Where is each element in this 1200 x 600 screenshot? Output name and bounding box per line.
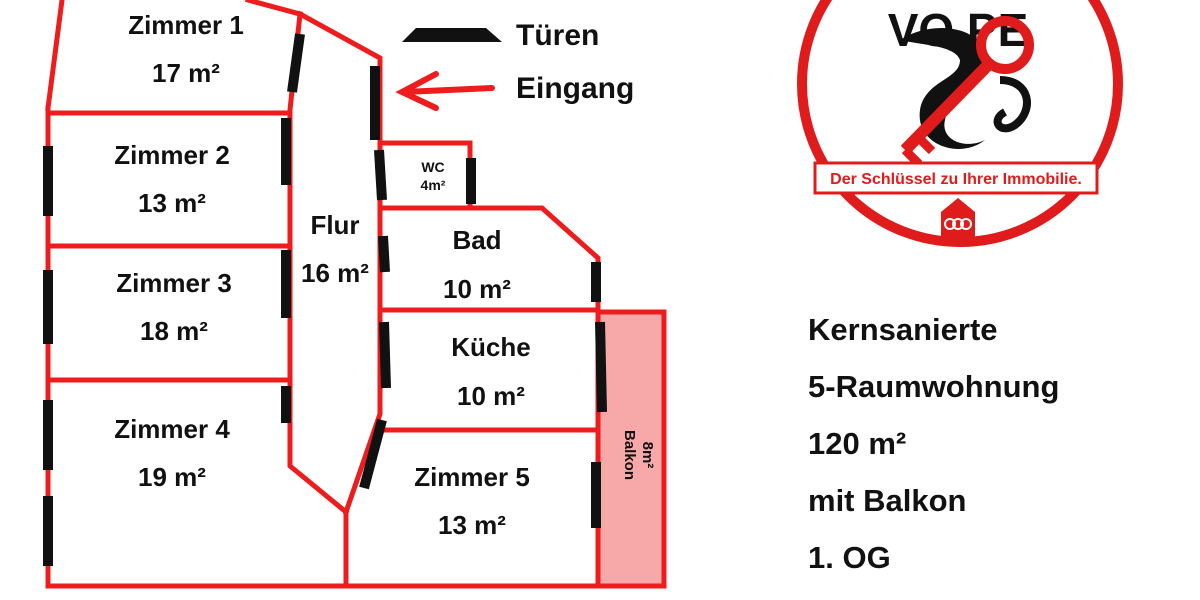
room-name-bad: Bad [452, 225, 501, 255]
dragon-body [900, 28, 986, 149]
company-logo: VO PE Der Schlüssel zu Ihrer Immobilie. [797, 0, 1123, 247]
key-bow [976, 16, 1034, 74]
room-name-zimmer-4: Zimmer 4 [114, 414, 230, 444]
logo-tagline-banner [813, 161, 1099, 195]
door-balkon-kueche [595, 321, 607, 413]
wall-wc [377, 140, 473, 210]
door-zimmer5 [359, 418, 387, 490]
info-line-3: 120 m² [808, 426, 907, 461]
door-legend-icon [402, 28, 502, 42]
room-name-flur: Flur [310, 210, 359, 240]
info-line-5: 1. OG [808, 540, 891, 575]
dragon-key-icon [900, 16, 1034, 168]
legend-doors-label: Türen [516, 19, 599, 52]
info-line-1: Kernsanierte [808, 312, 998, 347]
door-bad [378, 235, 390, 273]
key-shaft [900, 58, 995, 155]
room-name-balkon: Balkon [621, 430, 638, 480]
room-name-wc: WC [421, 159, 444, 175]
door-zimmer1 [287, 33, 305, 93]
room-name-zimmer-2: Zimmer 2 [114, 140, 230, 170]
room-name-zimmer-3: Zimmer 3 [116, 268, 232, 298]
logo-tagline: Der Schlüssel zu Ihrer Immobilie. [830, 171, 1082, 188]
room-area-bad: 10 m² [443, 274, 511, 304]
room-area-zimmer-1: 17 m² [152, 58, 220, 88]
room-area-kueche: 10 m² [457, 381, 525, 411]
legend-entrance-label: Eingang [516, 72, 634, 105]
wall-outer-left [45, 105, 667, 589]
info-line-4: mit Balkon [808, 483, 967, 518]
room-name-zimmer-1: Zimmer 1 [128, 10, 244, 40]
wall-flur-right [296, 10, 383, 516]
room-area-flur: 16 m² [301, 258, 369, 288]
legend: Türen Eingang [395, 19, 634, 111]
dragon-tail [993, 76, 1031, 133]
room-area-zimmer-4: 19 m² [138, 462, 206, 492]
room-name-kueche: Küche [451, 332, 530, 362]
room-area-wc: 4m² [421, 177, 446, 193]
balcony-area [598, 312, 664, 586]
wall-zimmer1 [45, 0, 65, 111]
room-area-zimmer-2: 13 m² [138, 188, 206, 218]
room-area-zimmer-3: 18 m² [140, 316, 208, 346]
entrance-arrow-icon [395, 71, 495, 111]
door-kueche [379, 321, 391, 389]
room-name-zimmer-5: Zimmer 5 [414, 462, 530, 492]
doors [43, 33, 607, 566]
room-labels: Zimmer 1 17 m² Zimmer 2 13 m² Zimmer 3 1… [114, 10, 656, 540]
door-wc [374, 149, 387, 201]
house-icon [941, 198, 975, 240]
room-area-zimmer-5: 13 m² [438, 510, 506, 540]
room-area-balkon: 8m² [639, 442, 656, 469]
info-line-2: 5-Raumwohnung [808, 369, 1060, 404]
wall-zimmer1-top [244, 0, 304, 18]
key-bit-1 [914, 133, 936, 155]
